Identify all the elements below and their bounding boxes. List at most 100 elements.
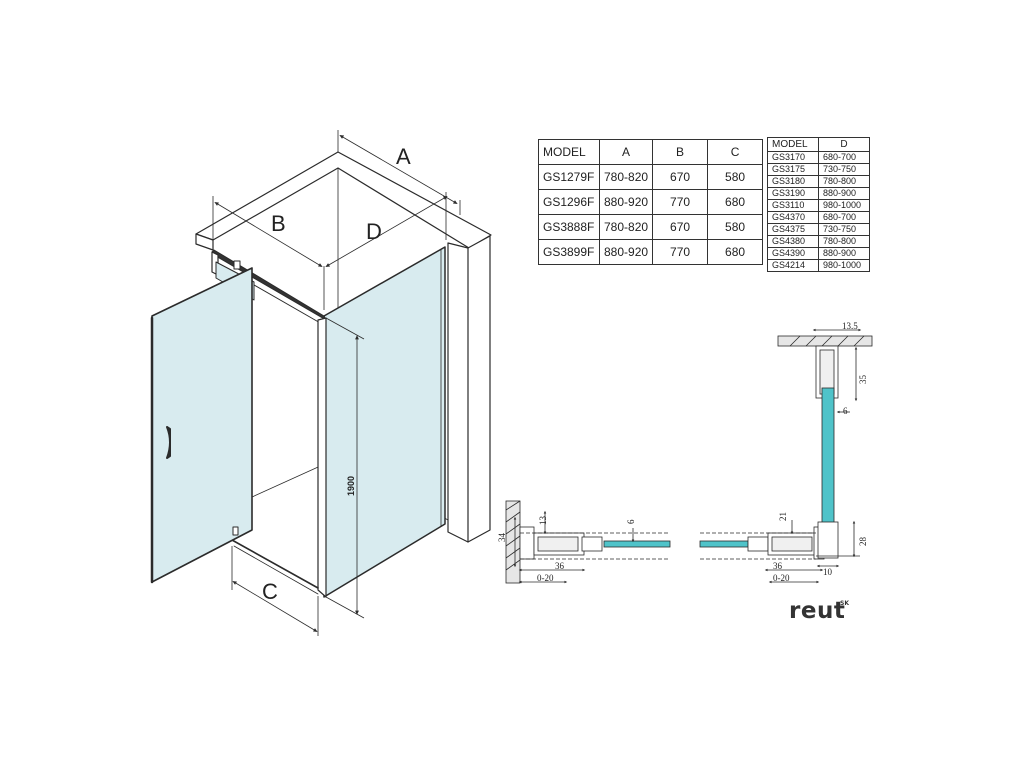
table-cell: 880-900: [818, 187, 870, 200]
door-handle: [166, 426, 171, 459]
table-cell: 680: [707, 239, 764, 265]
dimension-labels-3d: A B D C 1900: [262, 144, 411, 604]
table-cell: 780-800: [818, 235, 870, 248]
label-0-20-left: 0-20: [537, 573, 554, 583]
table-header-row: MODEL D: [767, 137, 870, 152]
dim-label-a: A: [396, 144, 411, 169]
table-cell: GS4375: [767, 223, 819, 236]
section-labels-right: 13.5 35 6 28 10: [823, 321, 868, 577]
table-cell: 680: [707, 189, 764, 215]
table-cell: 880-920: [598, 239, 654, 265]
table-cell: 730-750: [818, 223, 870, 236]
brand-logo: reut: [789, 598, 846, 624]
header-cell: C: [707, 139, 764, 165]
label-34: 34: [497, 533, 507, 543]
dim-b-line: [214, 202, 323, 267]
table-cell: 880-900: [818, 247, 870, 260]
table-cell: 780-820: [598, 164, 654, 190]
table-row: GS3899F 880-920 770 680: [538, 239, 764, 265]
table-cell: 780-800: [818, 175, 870, 188]
label-21: 21: [778, 512, 788, 521]
header-cell: MODEL: [538, 139, 600, 165]
dim-a-line: [339, 135, 458, 204]
wall-column: [447, 235, 491, 543]
table-row: GS1279F 780-820 670 580: [538, 164, 764, 190]
dim-label-c: C: [262, 579, 278, 604]
table-cell: 730-750: [818, 163, 870, 176]
dim-d-line: [325, 196, 448, 267]
table-cell: GS4380: [767, 235, 819, 248]
table-cell: GS3899F: [538, 239, 600, 265]
dimension-lines-3d: [212, 130, 461, 636]
section-detail-middle: [699, 520, 825, 584]
label-0-20-middle: 0-20: [773, 573, 790, 583]
table-cell: 880-920: [598, 189, 654, 215]
header-cell: B: [652, 139, 709, 165]
table-cell: 980-1000: [818, 259, 870, 272]
ceiling-hatch: [777, 335, 873, 347]
table-cell: 770: [652, 189, 709, 215]
table-cell: GS3110: [767, 199, 819, 212]
section-detail-right: [777, 328, 873, 568]
brand-logo-sup: SK: [840, 600, 849, 607]
hinge-post: [317, 317, 327, 598]
table-row: GS3888F 780-820 670 580: [538, 214, 764, 240]
label-10: 10: [823, 567, 833, 577]
table-cell: GS4214: [767, 259, 819, 272]
table-cell: GS4390: [767, 247, 819, 260]
bottom-profile-right: [817, 521, 839, 559]
dim-c-line: [232, 581, 318, 632]
table-row: GS1296F 880-920 770 680: [538, 189, 764, 215]
table-cell: GS3190: [767, 187, 819, 200]
label-6-right: 6: [843, 406, 848, 416]
section-labels-middle: 21 36 0-20: [773, 512, 790, 583]
wall-top: [195, 151, 492, 249]
table-cell: 580: [707, 214, 764, 240]
table-cell: GS3888F: [538, 214, 600, 240]
table-cell: 670: [652, 214, 709, 240]
model-dimensions-table: MODEL A B C GS1279F 780-820 670 580 GS12…: [538, 139, 764, 265]
table-cell: 770: [652, 239, 709, 265]
table-cell: 780-820: [598, 214, 654, 240]
wall-profile-left: [519, 526, 535, 560]
glass-section-left: [603, 540, 671, 548]
wall-left-post: [195, 233, 214, 251]
glass-section-right: [821, 387, 835, 529]
dim-label-d: D: [366, 219, 382, 244]
table-cell: GS4370: [767, 211, 819, 224]
header-cell: A: [598, 139, 654, 165]
table-cell: 670: [652, 164, 709, 190]
table-cell: 980-1000: [818, 199, 870, 212]
table-cell: 680-700: [818, 151, 870, 164]
table-cell: GS3175: [767, 163, 819, 176]
label-13: 13: [538, 516, 548, 526]
label-36-middle: 36: [773, 561, 783, 571]
dim-label-b: B: [271, 211, 286, 236]
table-cell: 680-700: [818, 211, 870, 224]
door-top-clip: [233, 260, 241, 270]
dim-label-height: 1900: [346, 476, 356, 496]
label-36-left: 36: [555, 561, 565, 571]
table-cell: GS1296F: [538, 189, 600, 215]
label-35: 35: [858, 375, 868, 385]
side-glass-panel: [323, 246, 446, 598]
enclosure-3d: [150, 151, 492, 598]
section-labels-left: 34 13 6 36 0-20: [497, 516, 636, 584]
table-cell: GS3180: [767, 175, 819, 188]
label-13-5: 13.5: [842, 321, 858, 331]
table-cell: 580: [707, 164, 764, 190]
section-detail-left: [505, 500, 671, 584]
header-cell: MODEL: [767, 137, 819, 152]
table-cell: GS1279F: [538, 164, 600, 190]
